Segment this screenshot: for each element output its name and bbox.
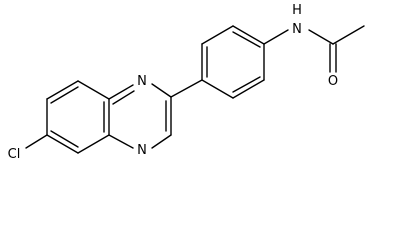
bond — [77, 80, 110, 100]
bonds — [25, 25, 365, 154]
atom-label-o: O — [328, 74, 338, 89]
bond — [151, 134, 172, 149]
bond — [50, 130, 79, 148]
bond — [50, 86, 79, 104]
bond — [25, 134, 48, 149]
structure-canvas: N N N H O Cl — [8, 3, 365, 162]
atom-label-n1: N — [137, 74, 147, 89]
bond — [201, 25, 234, 45]
bond — [332, 25, 365, 45]
atom-label-nh: N — [292, 22, 302, 37]
bond — [46, 80, 79, 100]
atom-label-n4: N — [137, 143, 147, 158]
bond — [201, 79, 234, 99]
bond — [108, 134, 134, 149]
bond — [151, 83, 172, 98]
molecule-structure: N N N H O Cl — [8, 3, 365, 162]
atom-labels: N N N H O Cl — [8, 3, 338, 162]
atom-label-cl: Cl — [8, 147, 21, 162]
bond — [263, 29, 289, 45]
bond — [308, 29, 334, 45]
bond — [108, 84, 134, 100]
bond — [232, 31, 261, 48]
bond — [46, 134, 79, 154]
bond — [170, 79, 203, 98]
bond — [112, 90, 135, 105]
bond — [232, 25, 265, 45]
atom-label-h: H — [292, 3, 302, 18]
bond — [232, 76, 261, 93]
bond — [77, 134, 110, 154]
bond — [232, 79, 265, 99]
